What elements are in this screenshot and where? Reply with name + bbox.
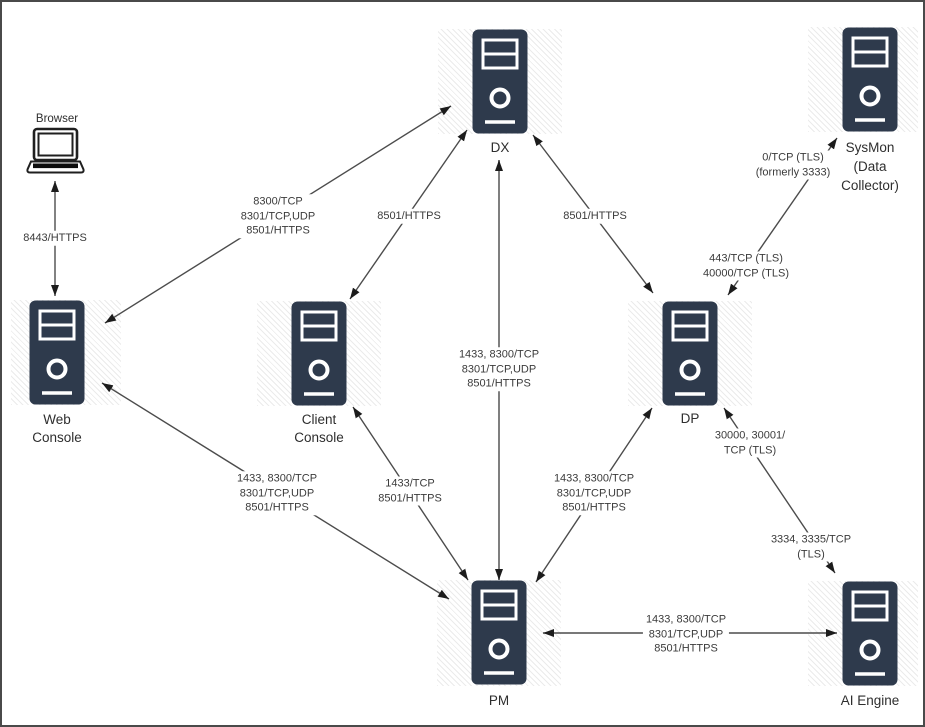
edge-label-dp-ai-engine-lower: 3334, 3335/TCP (TLS) <box>767 532 855 562</box>
node-pm-label: PM <box>488 693 510 708</box>
edge-label-dp-sysmon-lower: 443/TCP (TLS) 40000/TCP (TLS) <box>699 251 793 281</box>
server-icon-sysmon <box>842 27 898 132</box>
server-icon-dx <box>472 29 528 134</box>
node-client-console-label: Client Console <box>294 412 344 445</box>
node-dp-label: DP <box>680 411 700 426</box>
server-icon-pm <box>471 580 527 685</box>
node-browser-label: Browser <box>35 113 79 125</box>
edge-label-client-console-pm: 1433/TCP 8501/HTTPS <box>375 476 445 506</box>
edge-label-web-console-pm: 1433, 8300/TCP 8301/TCP,UDP 8501/HTTPS <box>233 471 321 515</box>
node-dx-label: DX <box>490 140 510 155</box>
edge-label-browser-web-console: 8443/HTTPS <box>20 230 90 246</box>
edge-label-pm-ai-engine: 1433, 8300/TCP 8301/TCP,UDP 8501/HTTPS <box>642 612 730 656</box>
laptop-icon <box>26 127 85 174</box>
edge-label-client-console-dx: 8501/HTTPS <box>374 208 444 224</box>
edge-label-dp-ai-engine-upper: 30000, 30001/ TCP (TLS) <box>711 428 789 458</box>
edge-label-dx-dp: 8501/HTTPS <box>560 208 630 224</box>
edge-label-dp-sysmon-upper: 0/TCP (TLS) (formerly 3333) <box>752 150 834 180</box>
server-icon-client-console <box>291 301 347 406</box>
server-icon-ai-engine <box>842 581 898 686</box>
node-web-console-label: Web Console <box>32 412 82 445</box>
server-icon-dp <box>662 301 718 406</box>
server-icon-web-console <box>29 300 85 405</box>
edge-label-dx-pm: 1433, 8300/TCP 8301/TCP,UDP 8501/HTTPS <box>455 347 543 391</box>
edge-label-web-console-dx: 8300/TCP 8301/TCP,UDP 8501/HTTPS <box>237 194 319 238</box>
edge-label-dp-pm: 1433, 8300/TCP 8301/TCP,UDP 8501/HTTPS <box>550 471 638 515</box>
node-sysmon-label: SysMon (Data Collector) <box>841 140 899 193</box>
node-ai-engine-label: AI Engine <box>840 693 900 708</box>
